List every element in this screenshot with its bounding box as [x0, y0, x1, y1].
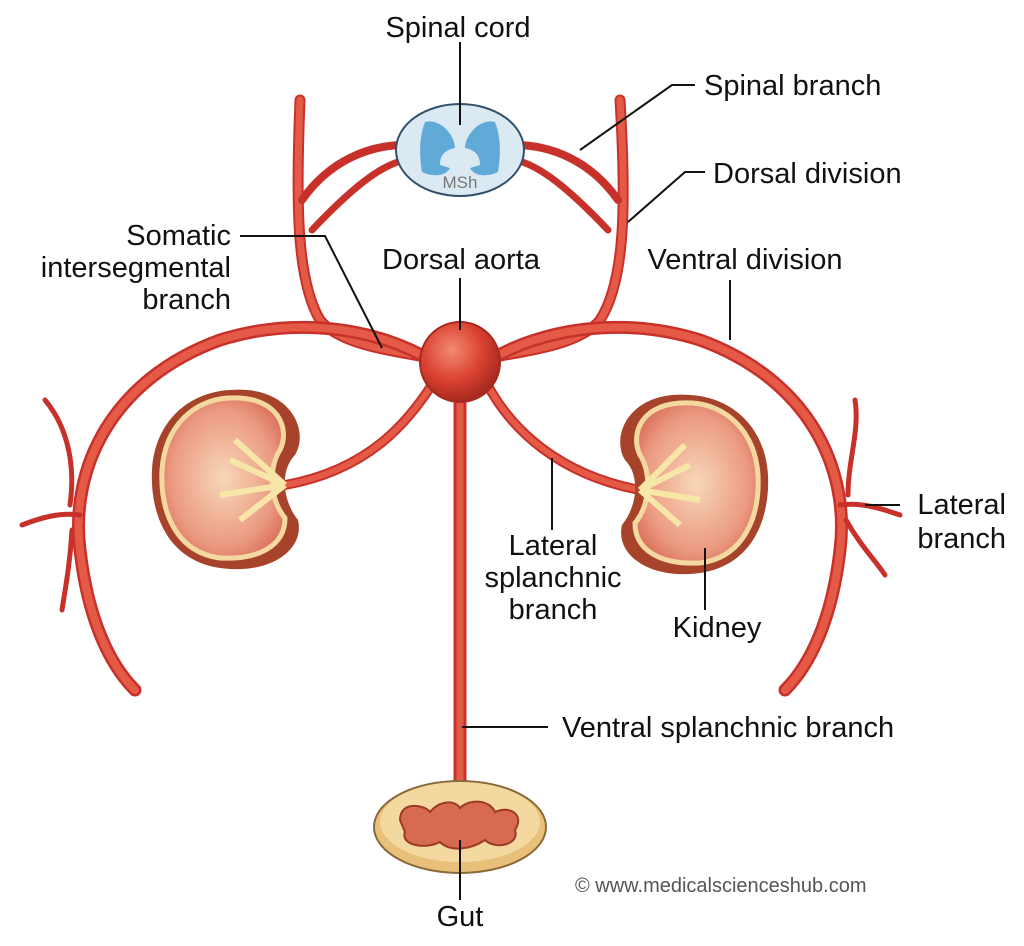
label-gut: Gut [437, 901, 484, 933]
kidney-left [151, 389, 300, 570]
label-somatic-3: branch [142, 284, 231, 316]
label-lateral-splanchnic-2: splanchnic [484, 562, 621, 594]
leader-lines [240, 42, 900, 900]
logo-text: MSh [443, 173, 478, 192]
label-lateral-branch-1: Lateral [917, 489, 1006, 521]
ventral-division-left [72, 320, 437, 697]
kidney-right [620, 394, 769, 575]
dorsal-aorta-sphere [419, 321, 501, 403]
gut [373, 780, 547, 874]
label-lateral-splanchnic-1: Lateral [509, 530, 598, 562]
dorsal-division-left [292, 94, 436, 364]
watermark: © www.medicalscienceshub.com [575, 875, 867, 897]
ventral-division-right [483, 320, 848, 697]
label-lateral-splanchnic-3: branch [509, 594, 598, 626]
label-somatic-1: Somatic [126, 220, 231, 252]
lateral-splanchnic-left [280, 375, 440, 490]
label-spinal-cord: Spinal cord [385, 12, 530, 44]
grey-matter [420, 121, 500, 176]
spinal-branch-left [298, 141, 409, 234]
label-somatic-2: intersegmental [41, 252, 231, 284]
label-dorsal-division: Dorsal division [713, 158, 902, 190]
label-lateral-branch-2: branch [917, 523, 1006, 555]
dorsal-division-right [484, 94, 629, 364]
lateral-branch-right [837, 397, 903, 578]
spinal-branch-right [511, 141, 622, 234]
label-ventral-division: Ventral division [647, 244, 842, 276]
label-kidney: Kidney [673, 612, 762, 644]
label-dorsal-aorta: Dorsal aorta [382, 244, 541, 276]
lateral-splanchnic-right [480, 375, 645, 495]
label-ventral-splanchnic: Ventral splanchnic branch [562, 712, 894, 744]
lateral-branch-left [19, 397, 83, 613]
arteries [19, 94, 903, 797]
label-spinal-branch: Spinal branch [704, 70, 881, 102]
